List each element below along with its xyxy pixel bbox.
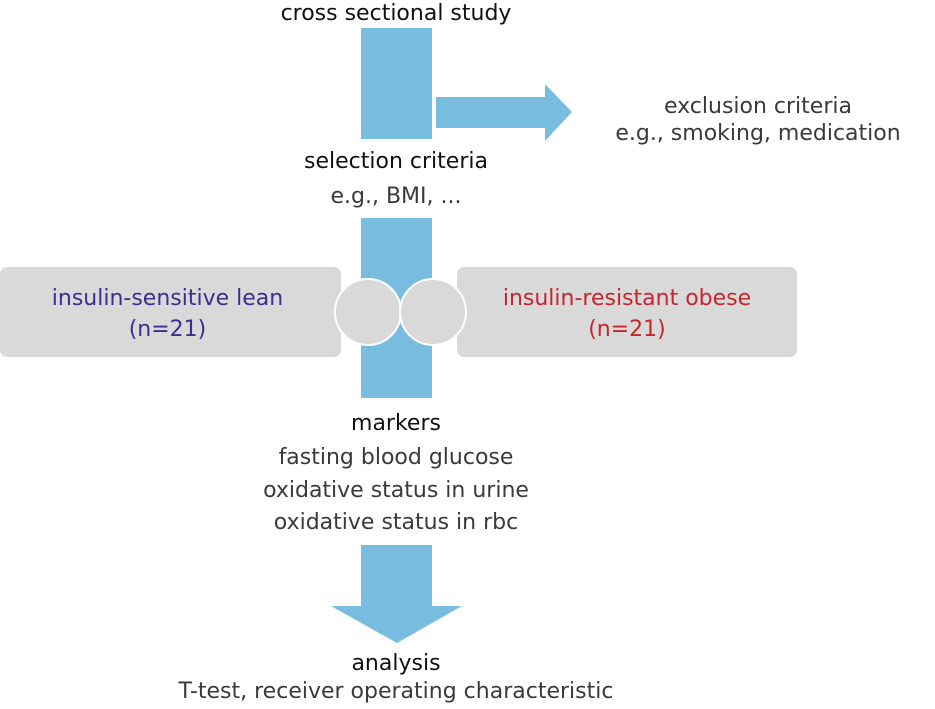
analysis-title: analysis bbox=[351, 651, 441, 676]
obese-group-label: insulin-resistant obese bbox=[502, 286, 752, 311]
lean-group-count: (n=21) bbox=[128, 317, 207, 342]
lean-group-box bbox=[0, 267, 341, 357]
markers-title: markers bbox=[351, 411, 441, 436]
analysis-methods: T-test, receiver operating characteristi… bbox=[178, 679, 614, 704]
marker-item: oxidative status in rbc bbox=[273, 510, 519, 535]
study-type-label: cross sectional study bbox=[280, 1, 512, 26]
exclusion-title: exclusion criteria bbox=[664, 94, 852, 119]
flow-bar-top bbox=[361, 28, 432, 139]
selection-examples: e.g., BMI, ... bbox=[330, 184, 462, 209]
selection-title: selection criteria bbox=[304, 149, 488, 174]
obese-group-count: (n=21) bbox=[588, 317, 666, 342]
marker-item: oxidative status in urine bbox=[263, 478, 529, 503]
exclusion-examples: e.g., smoking, medication bbox=[615, 121, 901, 146]
lean-connector-circle bbox=[334, 278, 402, 346]
analysis-arrow bbox=[331, 545, 462, 643]
obese-group-box bbox=[457, 267, 797, 357]
exclusion-arrow bbox=[436, 84, 572, 141]
obese-connector-circle bbox=[399, 278, 467, 346]
marker-item: fasting blood glucose bbox=[278, 445, 514, 470]
lean-group-label: insulin-sensitive lean bbox=[51, 286, 284, 311]
